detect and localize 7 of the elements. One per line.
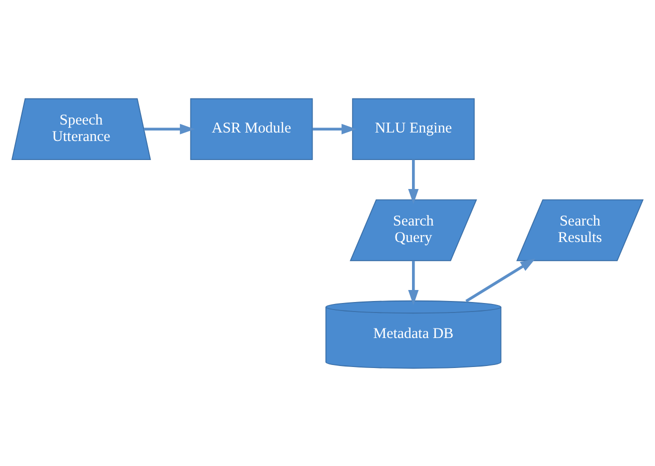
arrow [408,260,419,305]
arrow [465,258,536,302]
arrow [312,123,357,134]
arrow [408,159,419,204]
node-box: NLU Engine [352,98,475,160]
node-box: ASR Module [190,98,313,160]
arrow [144,123,195,134]
